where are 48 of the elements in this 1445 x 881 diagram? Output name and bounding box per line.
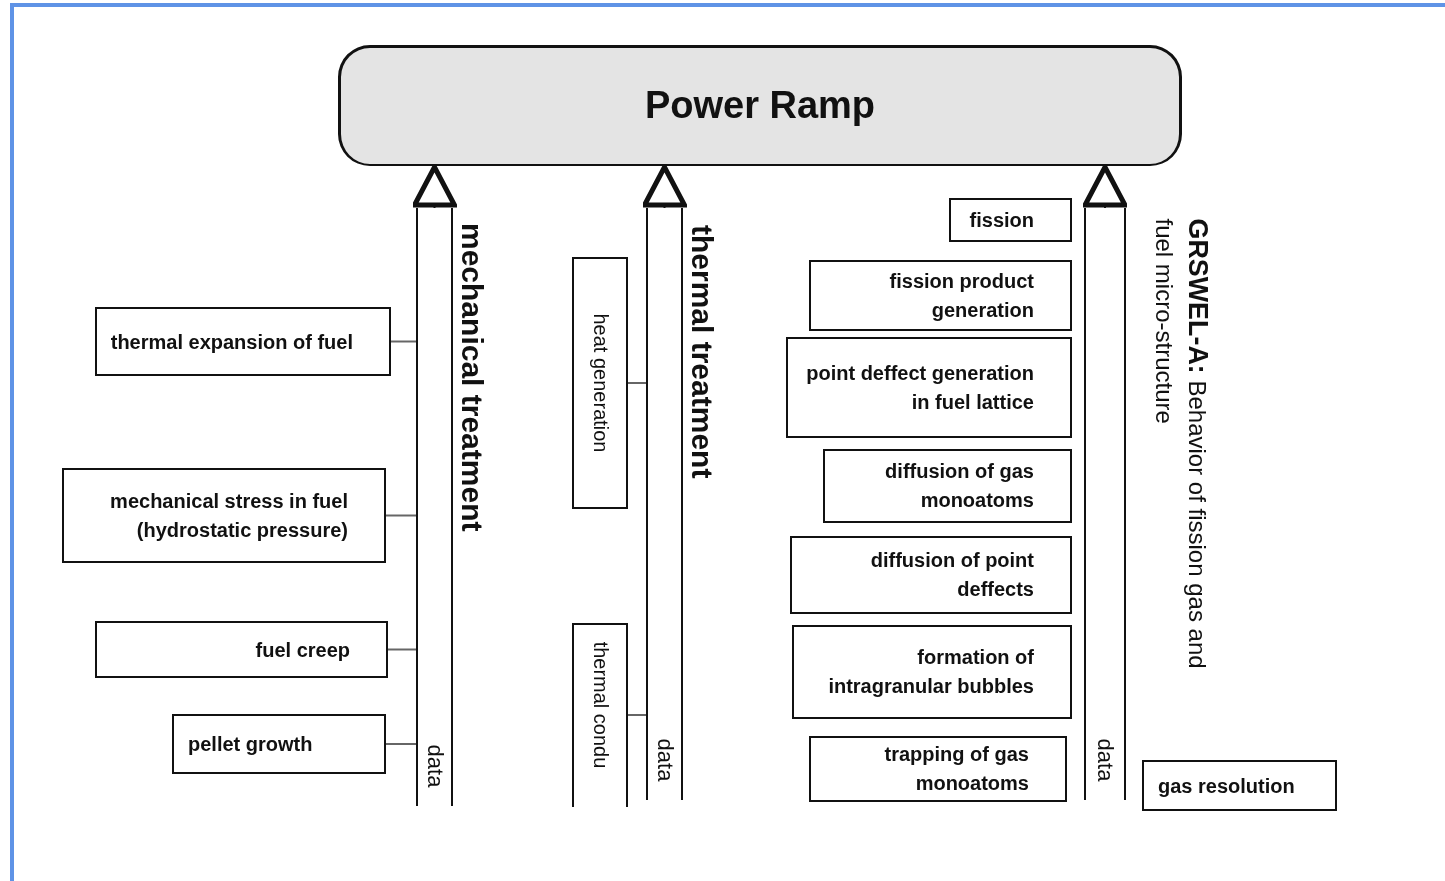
process-box [809,260,1072,331]
column-label: data [653,738,676,782]
data-column [646,208,683,800]
box-label: pellet growth [187,731,314,757]
arrow [642,164,687,209]
box-label: thermal condu [588,641,613,769]
box-label: formation of intragranular bubbles [827,645,1035,699]
box-label: fission product generation [888,268,1035,323]
process-box [62,468,386,563]
box-label: thermal expansion of fuel [109,329,354,355]
box-label: diffusion of gas monoatoms [884,459,1035,513]
data-column [416,208,453,806]
arrow [1082,164,1128,209]
title-box [338,45,1182,166]
box-label: heat generation [588,313,613,453]
box-label: fission [968,207,1035,233]
box-label: trapping of gas monoatoms [883,742,1030,796]
box-label: fuel creep [254,637,351,663]
process-box [823,449,1072,523]
column-label: data [423,744,446,788]
box-label: mechanical stress in fuel (hydrostatic pressure) [109,488,349,543]
column-title: thermal treatment [685,225,721,481]
box-label: gas resolution [1157,773,1296,799]
process-box [572,623,628,807]
column-title: GRSWEL-A: Behavior of fission gas and fuel micro-structure [1150,218,1215,671]
arrow [412,164,457,209]
box-label: point deffect generation in fuel lattice [805,360,1035,415]
process-box [172,714,386,774]
title-text: Power Ramp [644,83,876,129]
connector-line [390,340,417,343]
process-box [786,337,1072,438]
process-box [95,307,391,376]
process-box [95,621,388,678]
process-box [1142,760,1337,811]
column-title: mechanical treatment [455,223,491,534]
column-label: data [1094,738,1116,782]
process-box [792,625,1072,719]
process-box [949,198,1072,242]
process-box [809,736,1067,802]
connector-line [627,714,647,716]
box-label: diffusion of point deffects [869,548,1035,602]
connector-line [627,382,647,384]
connector-line [385,743,417,745]
process-box [572,257,628,509]
connector-line [387,648,417,651]
data-column [1084,208,1126,800]
connector-line [385,514,417,517]
process-box [790,536,1072,614]
